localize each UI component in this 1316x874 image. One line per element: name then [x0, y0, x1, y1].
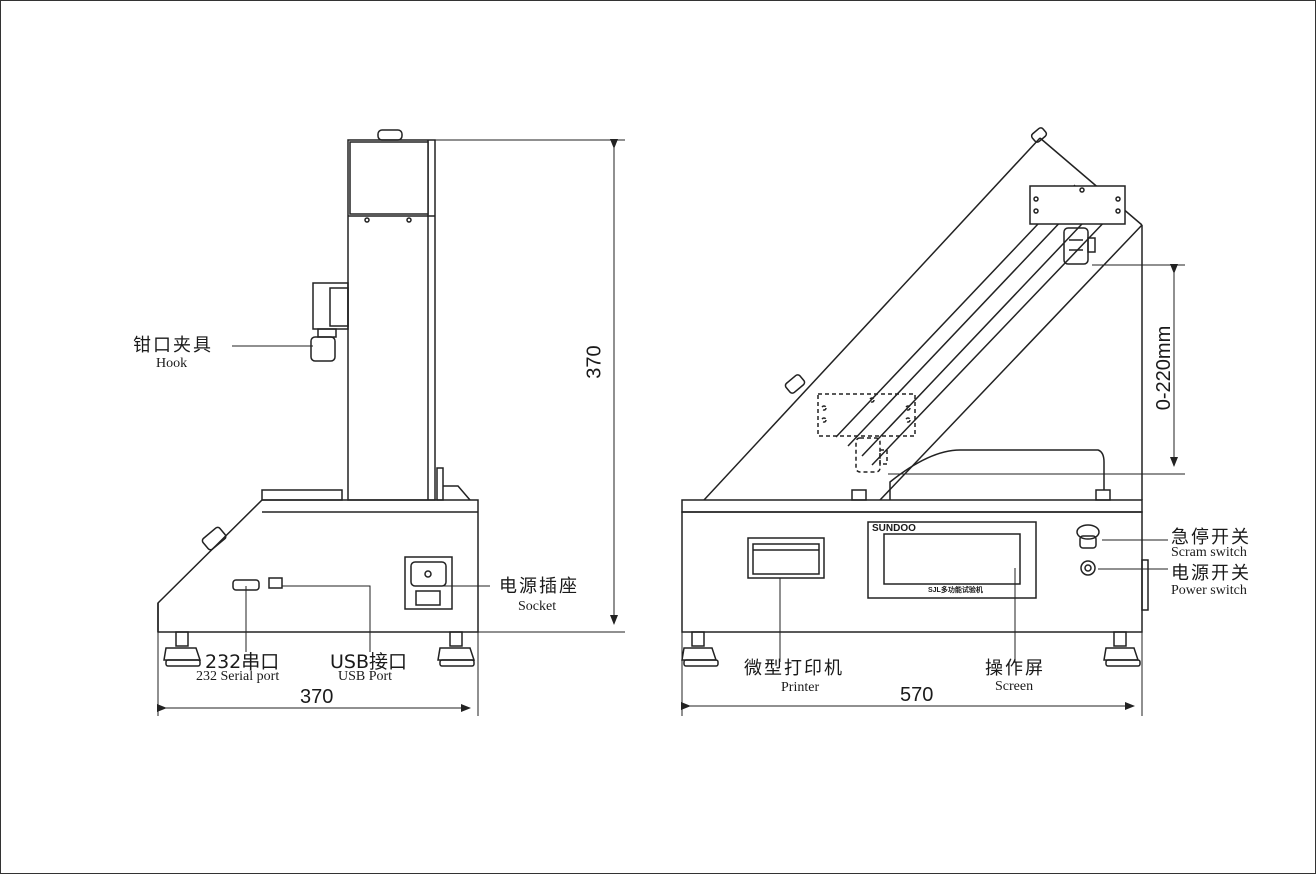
- travel-dim: 0-220mm: [1153, 325, 1176, 411]
- front-view: [681, 127, 1149, 667]
- scram-button-shape: [1076, 524, 1100, 549]
- side-view: [157, 129, 479, 667]
- scram-label-cn: 急停开关: [1171, 527, 1251, 548]
- screen-label-en: Screen: [995, 679, 1034, 694]
- printer-label-en: Printer: [781, 680, 820, 695]
- screen-shape: [867, 521, 1037, 599]
- side-view-dims: [157, 139, 625, 716]
- hook-label-en: Hook: [156, 356, 188, 371]
- handle: [889, 449, 1105, 500]
- lower-carriage: [817, 393, 916, 473]
- serial-label-cn: 232串口: [205, 651, 280, 673]
- top-carriage: [1029, 185, 1126, 265]
- hook-label-cn: 钳口夹具: [133, 335, 213, 356]
- power-label-en: Power switch: [1171, 583, 1247, 598]
- usb-label-en: USB Port: [338, 669, 393, 684]
- column: [347, 129, 436, 501]
- feet: [163, 631, 476, 667]
- front-view-dims: [681, 264, 1185, 716]
- usb-port-shape: [268, 577, 283, 589]
- serial-label-en: 232 Serial port: [196, 669, 280, 684]
- power-button-shape: [1080, 560, 1096, 576]
- scram-label-en: Scram switch: [1171, 545, 1247, 560]
- socket-label-cn: 电源插座: [499, 576, 579, 597]
- screen-label-cn: 操作屏: [985, 658, 1045, 679]
- diagonal-arm: [703, 127, 1143, 501]
- screen-caption: SJL多功能试验机: [928, 587, 983, 594]
- hook-clamp: [310, 282, 349, 362]
- side-width-dim: 370: [300, 686, 334, 708]
- usb-label-cn: USB接口: [330, 651, 408, 673]
- brand-text: SUNDOO: [872, 523, 916, 534]
- front-width-dim: 570: [900, 684, 934, 706]
- printer-shape: [747, 537, 825, 579]
- side-height-dim: 370: [583, 345, 606, 379]
- printer-label-cn: 微型打印机: [744, 658, 844, 679]
- socket-label-en: Socket: [518, 599, 557, 614]
- power-socket: [404, 556, 453, 610]
- power-label-cn: 电源开关: [1171, 563, 1251, 584]
- front-feet: [681, 631, 1141, 667]
